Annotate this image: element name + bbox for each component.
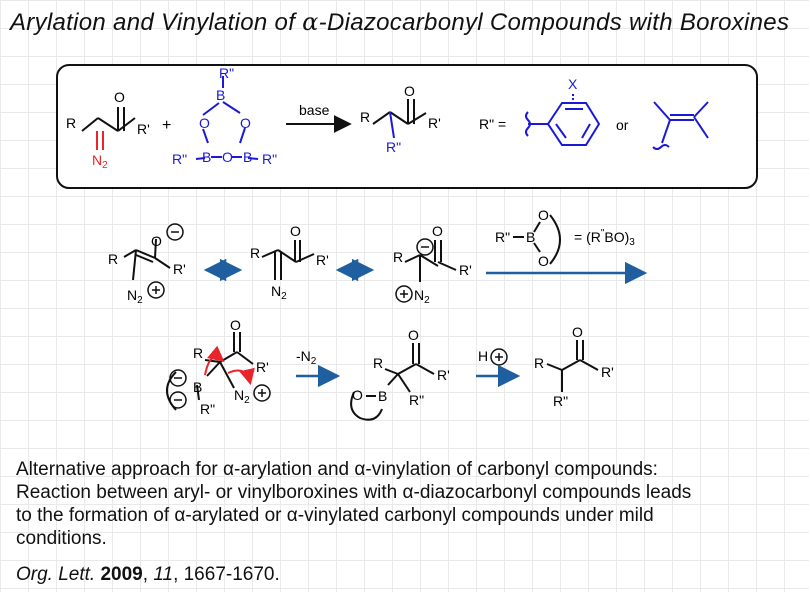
boron-enolate-intermediate: R O R' B O R" xyxy=(350,327,450,421)
carbanion-rprime: R' xyxy=(459,262,472,278)
diazo-n2: N2 xyxy=(271,283,287,302)
reagent-o-bottom: O xyxy=(538,253,549,269)
proton-label: H xyxy=(478,348,488,364)
boroxine-o-left: O xyxy=(199,115,210,131)
diazo-ketone-structure xyxy=(81,107,136,150)
desc-alpha: α xyxy=(286,505,298,526)
title-pre: Arylation and Vinylation of xyxy=(10,9,303,36)
desc-alpha: α xyxy=(354,459,366,480)
citation-journal: Org. Lett. xyxy=(16,564,96,585)
minus-n2-label: -N2 xyxy=(296,348,317,367)
enolate2-rprime: R' xyxy=(437,367,450,383)
enolate-rprime: R' xyxy=(173,261,186,277)
enolate-o: O xyxy=(151,233,162,249)
resonance-structure-diazo: R O R' N2 xyxy=(250,223,329,302)
final-o: O xyxy=(572,324,583,340)
diazo-rprime: R' xyxy=(316,252,329,268)
red-curved-arrow-2 xyxy=(227,367,255,386)
final-r-dbl: R" xyxy=(553,393,568,409)
boroxine-o-right: O xyxy=(240,115,251,131)
enolate2-b: B xyxy=(378,388,387,404)
page-title: Arylation and Vinylation of α-Diazocarbo… xyxy=(10,8,789,37)
title-post: -Diazocarbonyl Compounds with Boroxines xyxy=(318,9,790,36)
reagent-b: B xyxy=(526,229,535,245)
resonance-structure-enolate: R O R' N2 xyxy=(108,223,186,306)
desc-text: conditions. xyxy=(16,528,107,549)
vinyl-group xyxy=(652,101,709,150)
citation-year: 2009 xyxy=(100,564,143,585)
reactant-rprime-label: R' xyxy=(137,121,150,137)
description: Alternative approach for α-arylation and… xyxy=(16,458,796,550)
desc-text: -arylation and xyxy=(234,459,355,480)
product-r-label: R xyxy=(360,109,370,125)
enolate2-r: R xyxy=(373,355,383,371)
citation-volume: 11 xyxy=(153,564,174,585)
reagent-o-top: O xyxy=(538,207,549,223)
product-o-label: O xyxy=(404,83,415,99)
enolate-n2: N2 xyxy=(127,287,143,306)
desc-alpha: α xyxy=(402,482,414,503)
carbanion-o: O xyxy=(432,223,443,239)
product-rprime-label: R' xyxy=(428,115,441,131)
citation-pages: , 1667-1670. xyxy=(173,564,280,585)
boroxine-o-bottom: O xyxy=(222,149,233,165)
carbanion-n2: N2 xyxy=(414,287,430,306)
title-alpha: α xyxy=(302,8,319,36)
boroxine-r-top: R" xyxy=(219,65,234,81)
borate-b: B xyxy=(193,379,202,395)
enolate2-r-dbl: R" xyxy=(409,392,424,408)
boroxine-b-top: B xyxy=(216,87,225,103)
reaction-scheme: R O R' N2 + B R" O O B O B R" R" xyxy=(56,64,758,421)
boronic-reagent: R" B O O = (R"BO)3 xyxy=(495,207,635,269)
final-rprime: R' xyxy=(601,364,614,380)
borate-r: R xyxy=(193,345,203,361)
r-definition-label: R" = xyxy=(479,116,506,132)
borate-o-top: O xyxy=(230,317,241,333)
diazo-o: O xyxy=(290,223,301,239)
resonance-structure-carbanion: R O R' N2 xyxy=(393,223,472,306)
reactant-r-label: R xyxy=(66,115,76,131)
citation: Org. Lett. 2009, 11, 1667-1670. xyxy=(16,564,280,585)
borate-n2: N2 xyxy=(234,387,250,406)
boroxine-r-right: R" xyxy=(262,151,277,167)
red-curved-arrow-1 xyxy=(204,345,225,376)
product-structure xyxy=(372,99,427,139)
plus-sign: + xyxy=(162,117,171,134)
desc-text: Reaction between aryl- or vinylboroxines… xyxy=(16,482,403,503)
desc-text: -diazocarbonyl compounds leads xyxy=(413,482,692,503)
aryl-x-label: X xyxy=(568,76,578,92)
enolate-r: R xyxy=(108,251,118,267)
desc-text: Alternative approach for xyxy=(16,459,224,480)
desc-text: -arylated or xyxy=(185,505,287,526)
desc-text: to the formation of xyxy=(16,505,175,526)
borate-intermediate: R O R' B R" N2 xyxy=(166,317,271,417)
boroxine-r-left: R" xyxy=(172,151,187,167)
overall-reaction-box: R O R' N2 + B R" O O B O B R" R" xyxy=(56,64,758,189)
borate-rprime: R' xyxy=(256,359,269,375)
boroxine-b-left: B xyxy=(202,149,211,165)
carbanion-r: R xyxy=(393,249,403,265)
base-label: base xyxy=(299,102,330,118)
or-label: or xyxy=(616,117,629,133)
product-r-dbl-label: R" xyxy=(386,139,401,155)
enolate2-o-left: O xyxy=(352,387,363,403)
final-product: R O R' R" xyxy=(534,324,614,409)
reactant-o-label: O xyxy=(114,89,125,105)
diazo-r: R xyxy=(250,245,260,261)
borate-r-dbl: R" xyxy=(200,401,215,417)
desc-text: -vinylated carbonyl compounds under mild xyxy=(297,505,654,526)
reactant-n2-label: N2 xyxy=(92,152,108,171)
desc-alpha: α xyxy=(223,459,234,480)
desc-alpha: α xyxy=(174,505,186,526)
desc-text: -vinylation of carbonyl compounds: xyxy=(365,459,658,480)
reagent-equivalence: = (R"BO)3 xyxy=(574,228,635,248)
reagent-r-dbl: R" xyxy=(495,229,510,245)
boroxine-ring xyxy=(195,76,259,160)
enolate2-o: O xyxy=(408,327,419,343)
final-r: R xyxy=(534,355,544,371)
boroxine-b-right: B xyxy=(243,149,252,165)
aryl-group xyxy=(525,92,601,146)
